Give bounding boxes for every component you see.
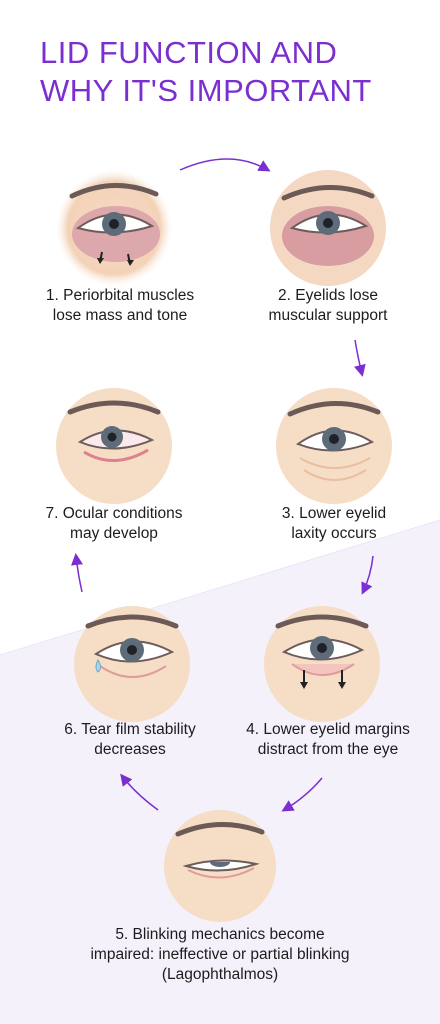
title-line-1: LID FUNCTION AND	[40, 35, 338, 70]
caption-line: muscular support	[268, 307, 388, 324]
eye-illustration-6	[72, 604, 192, 724]
caption-line: 2. Eyelids lose	[278, 287, 378, 304]
eye-illustration-1	[54, 168, 174, 288]
eye-illustration-5	[160, 810, 280, 930]
step-6-caption: 6. Tear film stability decreases	[30, 720, 230, 760]
caption-line: decreases	[94, 741, 166, 758]
caption-line: 1. Periorbital muscles	[45, 287, 195, 304]
caption-line: 3. Lower eyelid	[281, 505, 387, 522]
step-5-caption: 5. Blinking mechanics become impaired: i…	[60, 925, 380, 985]
eye-illustration-4	[262, 604, 382, 724]
caption-line: impaired: ineffective or partial blinkin…	[90, 946, 350, 963]
step-4-caption: 4. Lower eyelid margins distract from th…	[220, 720, 436, 760]
eye-illustration-3	[274, 386, 394, 506]
caption-line: (Lagophthalmos)	[161, 966, 279, 983]
caption-line: 6. Tear film stability	[64, 721, 196, 738]
eye-illustration-7	[54, 386, 174, 506]
caption-line: 7. Ocular conditions	[45, 505, 183, 522]
caption-line: 4. Lower eyelid margins	[246, 721, 410, 738]
page-title: LID FUNCTION AND WHY IT'S IMPORTANT	[40, 34, 420, 110]
caption-line: lose mass and tone	[52, 307, 188, 324]
step-2-caption: 2. Eyelids lose muscular support	[228, 286, 428, 326]
eye-illustration-2	[268, 168, 388, 288]
step-7-caption: 7. Ocular conditions may develop	[14, 504, 214, 544]
caption-line: laxity occurs	[291, 525, 377, 542]
caption-line: distract from the eye	[257, 741, 399, 758]
caption-line: 5. Blinking mechanics become	[115, 926, 325, 943]
step-1-caption: 1. Periorbital muscles lose mass and ton…	[20, 286, 220, 326]
step-3-caption: 3. Lower eyelid laxity occurs	[234, 504, 434, 544]
title-line-2: WHY IT'S IMPORTANT	[40, 73, 372, 108]
caption-line: may develop	[70, 525, 158, 542]
